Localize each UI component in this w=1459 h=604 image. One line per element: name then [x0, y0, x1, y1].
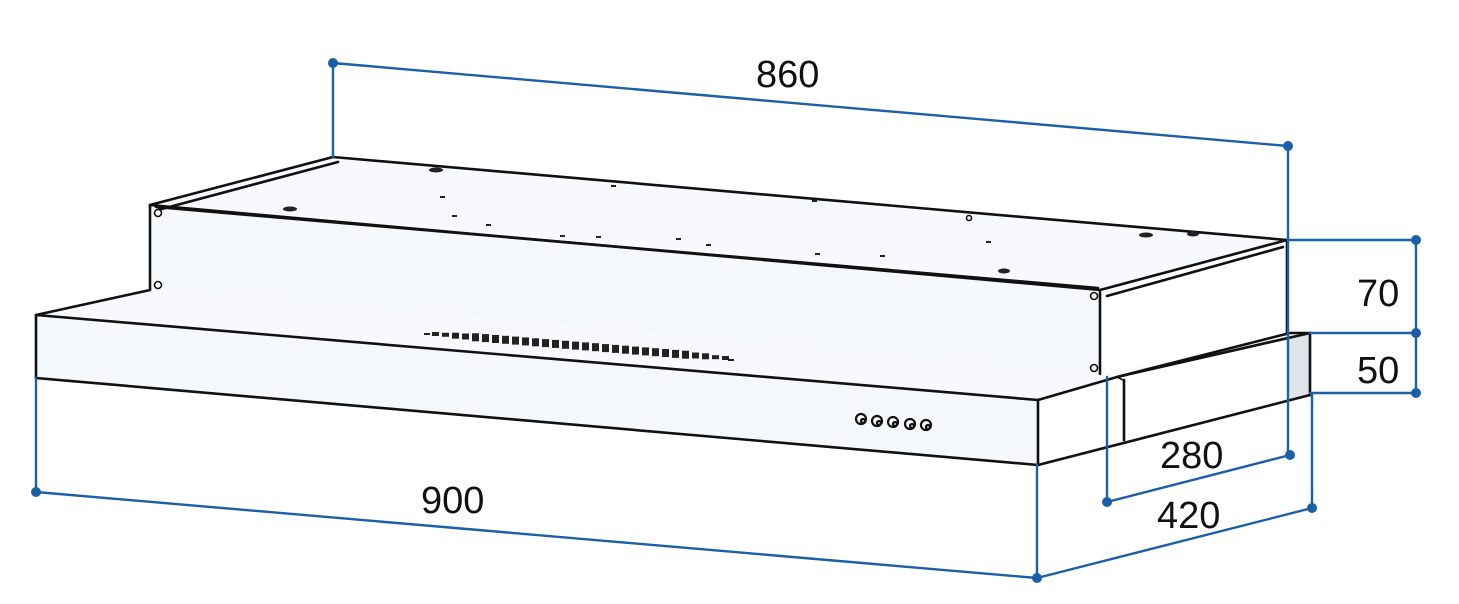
dimension-70: 70	[1286, 235, 1421, 338]
dimension-420: 420	[1035, 393, 1317, 580]
screw-icon	[965, 214, 973, 222]
screw-icon	[153, 280, 163, 290]
control-knob-3[interactable]	[886, 415, 900, 429]
control-knob-5[interactable]	[919, 418, 933, 432]
dimension-label-420: 420	[1157, 495, 1220, 537]
dimension-label-900: 900	[421, 480, 484, 522]
vent-grille	[424, 332, 734, 361]
screw-icon	[1089, 291, 1099, 301]
upper-body-top-face	[150, 157, 1287, 290]
visor-front-face	[36, 315, 1038, 465]
control-knobs	[854, 412, 933, 432]
dimension-label-860: 860	[756, 54, 819, 96]
upper-body-side-face	[1100, 240, 1287, 375]
dimension-label-70: 70	[1357, 273, 1399, 315]
dimension-50: 50	[1308, 331, 1421, 398]
dimension-280: 280	[1102, 375, 1295, 507]
screw-icon	[1089, 363, 1099, 373]
dimension-860: 860	[328, 54, 1293, 457]
dimension-label-280: 280	[1160, 435, 1223, 477]
dimension-900: 900	[31, 376, 1042, 583]
top-surface-mounting-holes	[283, 167, 1199, 274]
screw-icon	[153, 208, 163, 218]
control-knob-4[interactable]	[903, 417, 917, 431]
control-knob-2[interactable]	[870, 414, 884, 428]
dimension-label-50: 50	[1357, 350, 1399, 392]
front-visor	[34, 288, 1312, 467]
upper-body-front-face	[150, 205, 1100, 375]
visor-shaded-end	[1288, 333, 1310, 400]
control-knob-1[interactable]	[854, 412, 868, 426]
upper-body	[148, 155, 1289, 377]
